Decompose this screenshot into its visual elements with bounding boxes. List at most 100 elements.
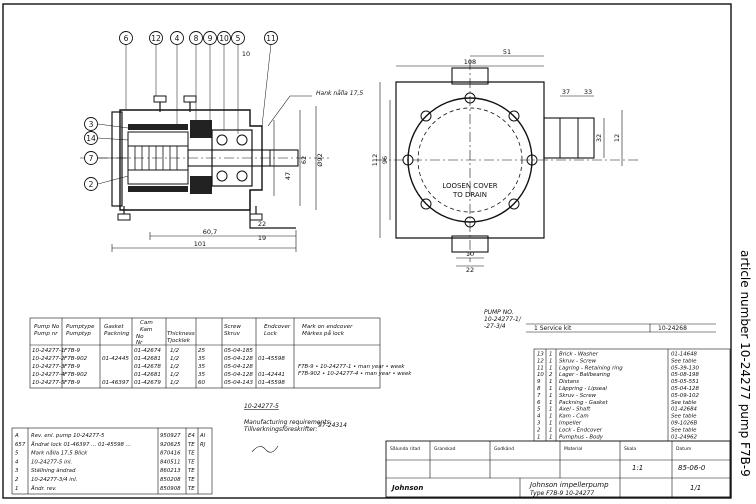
parts-cell: See table	[671, 358, 697, 364]
parts-cell: 1	[549, 379, 552, 385]
parts-cell: Distans	[559, 379, 579, 385]
revision-cell: 2	[15, 477, 19, 483]
revision-cell: 860213	[160, 468, 181, 474]
dim-37: 37	[562, 88, 570, 96]
revision-cell: 10-24277-3/4 inl.	[31, 477, 77, 483]
parts-cell: 05-09-102	[671, 393, 699, 399]
variant-cell: 01-42679	[134, 380, 161, 386]
revision-cell: 5	[15, 451, 19, 457]
revision-cell: Ställning ändrad	[31, 468, 76, 474]
variant-cell: 1/2	[170, 348, 179, 354]
revision-cell: TE	[188, 451, 195, 457]
dim-10: 10	[242, 50, 250, 58]
pump-ref-line-2: 10-24277-1/	[484, 316, 522, 323]
variant-cell: 60	[198, 380, 206, 386]
parts-cell: 1	[549, 421, 552, 427]
service-kit-number: 10-24268	[658, 325, 687, 332]
end-view	[376, 55, 640, 267]
parts-cell: Läppring - Lipseal	[559, 386, 607, 392]
parts-cell: 3	[537, 421, 541, 427]
parts-cell: 11	[537, 365, 544, 371]
col-lock: Lock	[264, 331, 278, 337]
dim-diameter-92: Ø92	[316, 153, 324, 166]
variant-cell: 05-04-128	[224, 356, 253, 362]
variant-cell: 1/2	[170, 380, 179, 386]
parts-cell: Packning - Gasket	[559, 400, 608, 406]
revision-cell: TE	[188, 486, 195, 492]
dim-60-7: 60,7	[203, 228, 217, 236]
col-kam: Kam	[140, 327, 153, 333]
variant-cell: 01-42674	[134, 348, 161, 354]
drawing-date: 85-06-0	[678, 464, 706, 472]
parts-cell: 1	[549, 434, 552, 440]
dim-112: 112	[371, 154, 379, 166]
parts-cell: Impeller	[559, 421, 582, 427]
variant-cell: 01-45598	[258, 356, 285, 362]
dim-96: 96	[381, 156, 389, 164]
parts-cell: Pumphus - Body	[559, 434, 604, 440]
parts-cell: 10	[537, 372, 544, 378]
col-cam-no: No	[136, 334, 144, 340]
col-pump-no: Pump No	[34, 324, 60, 330]
parts-cell: 05-39-130	[671, 365, 699, 371]
parts-cell: 9	[537, 379, 541, 385]
col-gasket: Gasket	[104, 324, 124, 330]
balloon-11: 11	[266, 34, 276, 43]
col-markes: Märkes på lock	[302, 330, 345, 337]
revision-cell: TE	[188, 477, 195, 483]
col-tjocklek: Tjocklek	[167, 338, 191, 344]
revision-cell: RJ	[200, 442, 206, 448]
parts-cell: Lagring - Retaining ring	[559, 365, 623, 371]
mark-note-1: F7B-9 • 10-24277-1 • man year • week	[298, 364, 405, 370]
balloon-2: 2	[89, 180, 94, 189]
mark-note-2: F7B-902 • 10-24277-4 • man year • week	[298, 371, 412, 377]
dim-19: 19	[258, 234, 266, 242]
parts-cell: 8	[537, 386, 541, 392]
revision-cell: A	[14, 433, 19, 439]
pump-ref-line-3: -27-3/4	[484, 323, 506, 330]
variant-cell: 10-24277-1	[32, 348, 65, 354]
dim-108: 108	[464, 58, 476, 66]
variant-cell: 01-42445	[102, 356, 129, 362]
dim-101: 101	[194, 240, 206, 248]
balloon-4: 4	[175, 34, 180, 43]
dim-33: 33	[584, 88, 592, 96]
svg-text:Datum: Datum	[676, 446, 691, 452]
variant-cell: 10-24277-3	[32, 364, 65, 370]
variant-cell: F7B-902	[64, 372, 88, 378]
variant-cell: 10-24277-2	[32, 356, 65, 362]
parts-cell: 1	[549, 386, 552, 392]
balloon-5: 5	[236, 34, 241, 43]
parts-cell: 05-04-128	[671, 386, 699, 392]
col-screw: Screw	[224, 324, 241, 330]
side-label: article number 10-24277 pump F7B-9	[738, 250, 752, 477]
parts-cell: 4	[537, 414, 541, 420]
variant-cell: 01-42681	[134, 356, 161, 362]
parts-cell: 1	[549, 427, 552, 433]
pump-ref-line-1: PUMP NO.	[484, 309, 514, 316]
svg-text:Sålunda ritad: Sålunda ritad	[390, 445, 420, 452]
variant-cell: 1/2	[170, 356, 179, 362]
parts-cell: Axel - Shaft	[558, 407, 591, 413]
variant-cell: 05-04-143	[224, 380, 253, 386]
parts-cell: Brick - Washer	[559, 352, 599, 358]
dim-51: 51	[503, 48, 511, 56]
revision-cell: TE	[188, 468, 195, 474]
col-endcover: Endcover	[264, 324, 291, 330]
revision-cell: Ändr. rev.	[30, 485, 57, 492]
parts-cell: 1	[549, 407, 552, 413]
col-thickness: Thickness	[167, 331, 195, 337]
revision-cell: Ändrat lock 01-46397 ... 01-45598 ...	[30, 441, 131, 448]
balloon-14: 14	[86, 134, 96, 143]
parts-cell: 2	[537, 427, 541, 433]
parts-cell: 09-1026B	[671, 421, 698, 427]
revision-cell: 10-24277-5 inl.	[31, 459, 72, 465]
balloon-group	[84, 31, 278, 191]
parts-cell: 1	[549, 414, 552, 420]
revision-cell: 1	[15, 486, 18, 492]
variant-cell: F7B-9	[64, 380, 81, 386]
parts-cell: 1	[549, 358, 552, 364]
variant-cell: F7B-9	[64, 364, 81, 370]
col-skruv: Skruv	[224, 331, 241, 337]
